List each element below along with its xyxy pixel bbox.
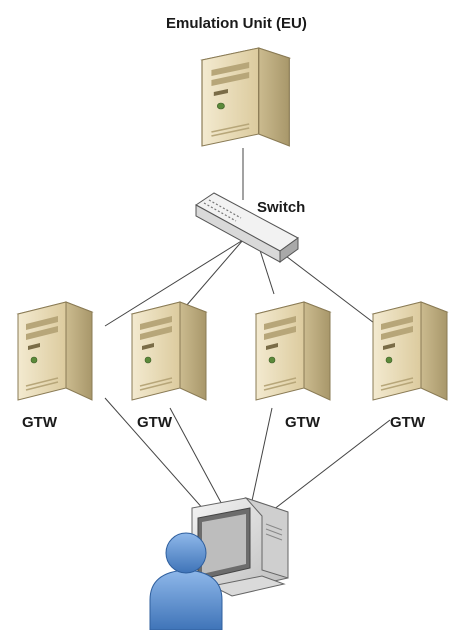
server-tower-icon [372,301,448,401]
gtw-label: GTW [137,414,173,431]
gtw-node-2: GTW [131,301,207,431]
emulation-unit-label: Emulation Unit (EU) [166,15,307,32]
server-tower-icon [201,47,291,147]
gtw-label: GTW [285,414,321,431]
server-tower-icon [255,301,331,401]
emulation-unit-node: Emulation Unit (EU) [166,15,307,147]
gtw-node-4: GTW [372,301,448,431]
gtw-label: GTW [390,414,426,431]
workstation-node [149,496,289,630]
network-switch-icon [195,192,299,263]
server-tower-icon [131,301,207,401]
gtw-node-3: GTW [255,301,331,431]
gtw-node-1: GTW [17,301,93,431]
switch-label: Switch [257,199,305,216]
connection-lines [104,148,391,529]
server-tower-icon [17,301,93,401]
switch-node: Switch [195,192,305,263]
gtw-label: GTW [22,414,58,431]
user-person-icon [149,532,223,630]
